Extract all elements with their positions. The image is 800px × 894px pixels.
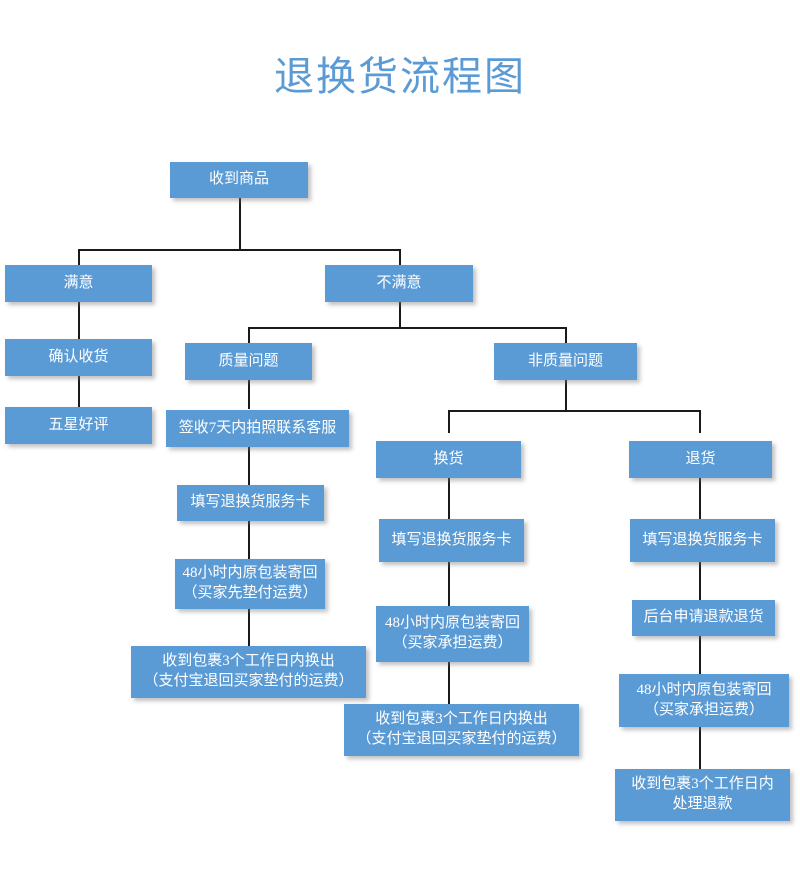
connector-nonquality-down xyxy=(565,379,567,411)
node-exchange-exchange-3days[interactable]: 收到包裹3个工作日内换出 （支付宝退回买家垫付的运费） xyxy=(344,704,579,756)
node-refund-apply[interactable]: 后台申请退款退货 xyxy=(632,600,775,636)
connector-to-exchange xyxy=(448,410,450,433)
node-satisfied[interactable]: 满意 xyxy=(5,265,152,302)
connector-notsatisfied-down xyxy=(399,301,401,328)
node-exchange-service-card[interactable]: 填写退换货服务卡 xyxy=(379,519,524,562)
node-quality-service-card[interactable]: 填写退换货服务卡 xyxy=(177,485,324,521)
connector-photo-card xyxy=(248,447,250,485)
node-quality-exchange-3days[interactable]: 收到包裹3个工作日内换出 （支付宝退回买家垫付的运费） xyxy=(131,646,366,698)
node-five-star-review[interactable]: 五星好评 xyxy=(5,407,152,444)
connector-rapply-return48 xyxy=(699,636,701,674)
connector-split-level1 xyxy=(78,249,400,251)
connector-to-satisfied xyxy=(78,249,80,266)
connector-to-quality xyxy=(248,327,250,344)
connector-split-level3 xyxy=(448,410,700,412)
node-refund-return-48h[interactable]: 48小时内原包装寄回 （买家承担运费） xyxy=(619,674,789,727)
node-quality-return-48h[interactable]: 48小时内原包装寄回 （买家先垫付运费） xyxy=(175,559,325,609)
connector-exchange-card xyxy=(448,477,450,519)
connector-satisfied-confirm xyxy=(78,301,80,339)
node-receive-goods[interactable]: 收到商品 xyxy=(170,162,308,198)
connector-confirm-fivestar xyxy=(78,375,80,407)
connector-to-refund xyxy=(699,410,701,433)
connector-receive-down xyxy=(239,196,241,250)
page-title: 退换货流程图 xyxy=(274,54,526,99)
node-non-quality-issue[interactable]: 非质量问题 xyxy=(494,343,637,380)
connector-refund-card xyxy=(699,477,701,519)
node-refund[interactable]: 退货 xyxy=(629,441,772,478)
connector-rreturn48-refund3 xyxy=(699,727,701,769)
connector-to-nonquality xyxy=(565,327,567,344)
node-not-satisfied[interactable]: 不满意 xyxy=(325,265,473,302)
connector-rcard-apply xyxy=(699,562,701,600)
connector-split-level2 xyxy=(248,327,566,329)
node-quality-issue[interactable]: 质量问题 xyxy=(185,343,312,380)
node-photo-contact-service[interactable]: 签收7天内拍照联系客服 xyxy=(166,410,349,447)
connector-quality-photo xyxy=(248,379,250,409)
connector-to-not-satisfied xyxy=(399,249,401,266)
connector-return48-exchange3 xyxy=(248,608,250,646)
connector-ereturn48-exchange3 xyxy=(448,662,450,704)
node-exchange-return-48h[interactable]: 48小时内原包装寄回 （买家承担运费） xyxy=(376,606,529,662)
node-confirm-receipt[interactable]: 确认收货 xyxy=(5,339,152,376)
connector-ecard-return48 xyxy=(448,562,450,606)
connector-card-return48 xyxy=(248,521,250,559)
node-refund-service-card[interactable]: 填写退换货服务卡 xyxy=(630,519,775,562)
node-refund-refund-3days[interactable]: 收到包裹3个工作日内 处理退款 xyxy=(615,769,790,821)
node-exchange[interactable]: 换货 xyxy=(376,441,521,478)
